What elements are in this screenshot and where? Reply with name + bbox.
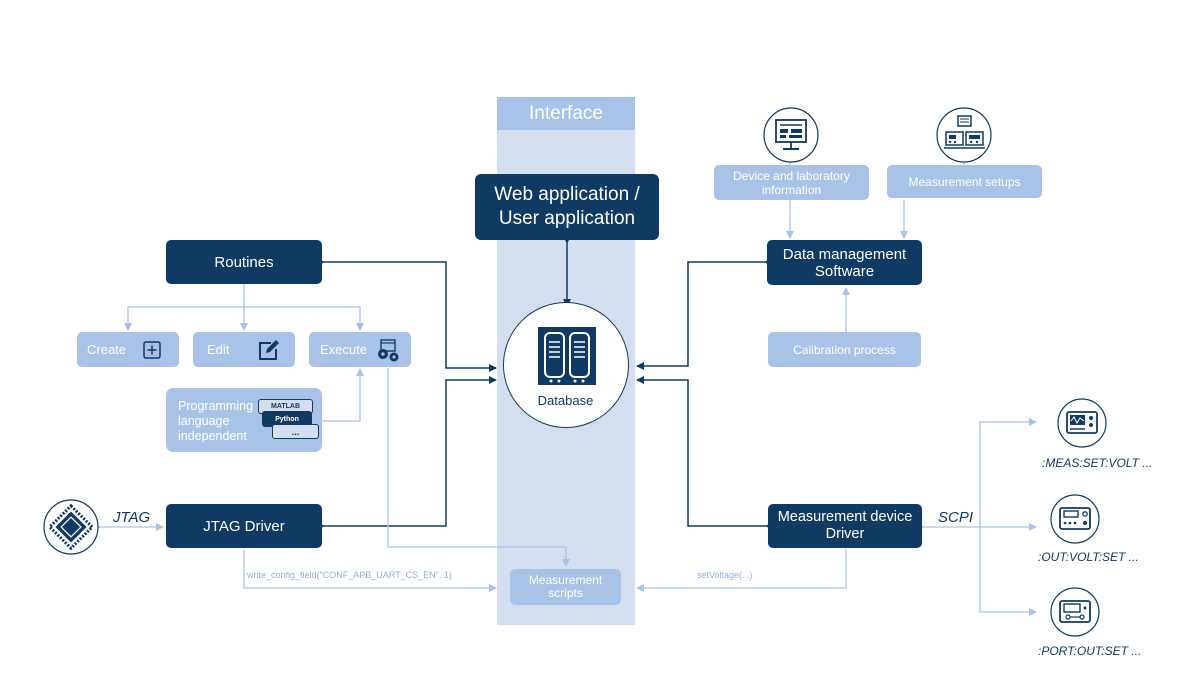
oscilloscope-instrument-icon bbox=[1057, 398, 1107, 448]
interface-title: Interface bbox=[529, 102, 603, 124]
measurement-setups-icon bbox=[936, 107, 992, 163]
create-label: Create bbox=[87, 342, 127, 357]
measurement-driver-line2: Driver bbox=[825, 526, 865, 542]
scpi-link-label: SCPI bbox=[938, 509, 974, 526]
measurement-scripts-line2: scripts bbox=[548, 586, 583, 600]
execute-gears-icon bbox=[378, 339, 399, 362]
programming-line3: independent bbox=[178, 429, 247, 443]
execute-label: Execute bbox=[320, 342, 367, 357]
measurement-scripts-line1: Measurement bbox=[528, 573, 603, 587]
datamgmt-db-link bbox=[636, 258, 772, 370]
routines-db-link bbox=[317, 258, 497, 372]
data-management-line2: Software bbox=[814, 262, 875, 280]
measurement-scripts-box[interactable]: Measurement scripts bbox=[510, 569, 621, 605]
jtag-driver-box[interactable]: JTAG Driver bbox=[166, 504, 322, 548]
routines-label: Routines bbox=[214, 253, 274, 271]
scpi-command-port: :PORT:OUT:SET ... bbox=[1038, 644, 1142, 658]
data-management-line1: Data management bbox=[782, 245, 907, 263]
database-node[interactable]: Database bbox=[503, 302, 629, 428]
edit-button[interactable]: Edit bbox=[193, 332, 295, 367]
device-info-box[interactable]: Device and laboratory information bbox=[714, 165, 869, 200]
measurement-setups-box[interactable]: Measurement setups bbox=[887, 165, 1042, 198]
device-info-monitor-icon bbox=[763, 107, 819, 163]
calibration-process-label: Calibration process bbox=[793, 342, 896, 357]
language-tag-python: Python bbox=[262, 411, 312, 427]
edit-label: Edit bbox=[207, 342, 230, 357]
device-info-line1: Device and laboratory bbox=[733, 168, 850, 183]
routines-box[interactable]: Routines bbox=[166, 240, 322, 284]
execute-button[interactable]: Execute bbox=[309, 332, 411, 367]
set-voltage-call: setVoltage(...) bbox=[697, 570, 753, 580]
measurement-driver-line1: Measurement device bbox=[777, 509, 913, 525]
jtag-driver-label: JTAG Driver bbox=[203, 517, 285, 535]
scpi-command-out: :OUT:VOLT:SET ... bbox=[1038, 550, 1139, 564]
measurement-driver-box[interactable]: Measurement device Driver bbox=[768, 504, 922, 548]
port-instrument-icon bbox=[1050, 587, 1100, 637]
data-management-box[interactable]: Data management Software bbox=[767, 240, 922, 285]
web-application-box[interactable]: Web application / User application bbox=[475, 174, 659, 240]
programming-line1: Programming bbox=[178, 399, 254, 413]
device-info-line2: information bbox=[761, 182, 822, 197]
measurement-setups-label: Measurement setups bbox=[908, 174, 1021, 189]
plus-square-icon bbox=[143, 341, 161, 359]
interface-header: Interface bbox=[497, 97, 635, 130]
create-button[interactable]: Create bbox=[77, 332, 179, 367]
measdriver-db-link bbox=[636, 376, 773, 530]
jtag-db-link bbox=[317, 376, 497, 530]
edit-pencil-icon bbox=[259, 340, 279, 360]
calibration-process-box[interactable]: Calibration process bbox=[768, 332, 921, 367]
programming-language-box: Programming language independent MATLAB … bbox=[166, 388, 322, 452]
jtag-link-label: JTAG bbox=[113, 509, 151, 526]
programming-line2: language bbox=[178, 414, 230, 428]
web-application-line2: User application bbox=[498, 208, 636, 229]
scpi-command-meas: :MEAS:SET:VOLT ... bbox=[1042, 456, 1153, 470]
language-tag-more: ... bbox=[272, 424, 319, 439]
voltage-source-instrument-icon bbox=[1050, 494, 1100, 544]
jtag-chip-icon bbox=[43, 499, 99, 555]
web-application-line1: Web application / bbox=[494, 184, 640, 205]
database-label: Database bbox=[537, 393, 594, 408]
jtag-function-call: write_config_field("CONF_APB_UART_CS_EN"… bbox=[247, 570, 452, 580]
database-server-icon bbox=[538, 327, 596, 385]
